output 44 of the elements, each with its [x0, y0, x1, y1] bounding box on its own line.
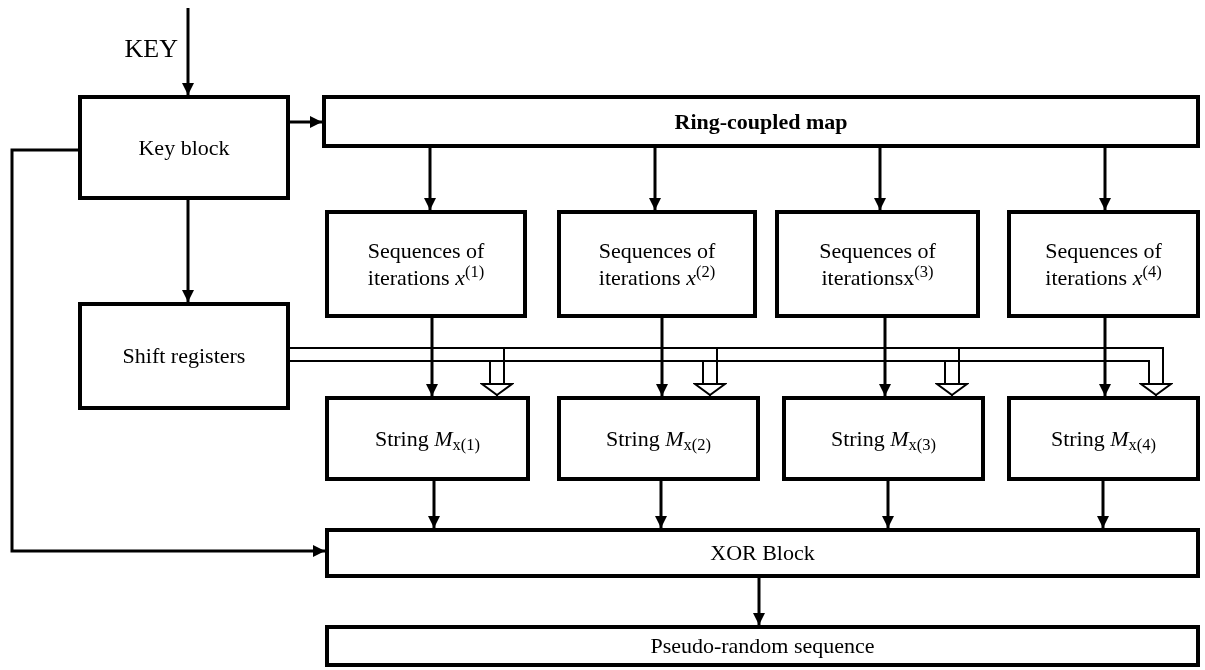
arrow: [753, 578, 765, 625]
process-box: [78, 302, 290, 410]
arrow: [1099, 148, 1111, 210]
box-label: Sequences of iterations x$^{(2)}$: [597, 236, 717, 292]
arrow: [290, 116, 322, 128]
box-label: Shift registers: [122, 342, 246, 370]
box-label: Pseudo-random sequence: [650, 632, 875, 660]
process-box: [1007, 210, 1200, 318]
arrow: [424, 148, 436, 210]
process-box: [325, 625, 1200, 667]
arrow: [649, 148, 661, 210]
box-label: String M$_{x(2)}$: [605, 424, 712, 453]
arrow: [426, 318, 438, 396]
box-label: Ring-coupled map: [674, 107, 848, 136]
box-label: Key block: [138, 133, 230, 162]
box-label: XOR Block: [710, 539, 815, 567]
arrow: [656, 318, 668, 396]
process-box: [1007, 396, 1200, 481]
edge-label: KEY: [124, 36, 178, 62]
process-box: [325, 210, 527, 318]
box-label: Sequences of iterations x$^{(1)}$: [366, 236, 486, 292]
arrow: [1099, 318, 1111, 396]
arrow: [655, 481, 667, 528]
process-box: [782, 396, 985, 481]
box-label: Sequences of iterationsx$^{(3)}$: [818, 236, 937, 292]
arrow: [182, 8, 194, 95]
arrow: [182, 200, 194, 302]
arrow: [879, 318, 891, 396]
process-box: [78, 95, 290, 200]
arrow: [10, 148, 325, 557]
process-box: [325, 528, 1200, 578]
process-box: [557, 396, 760, 481]
arrow: [882, 481, 894, 528]
arrow: [428, 481, 440, 528]
process-box: [557, 210, 757, 318]
arrow: [874, 148, 886, 210]
box-label: String M$_{x(4)}$: [1050, 424, 1157, 453]
process-box: [322, 95, 1200, 148]
arrow: [1097, 481, 1109, 528]
box-label: String M$_{x(1)}$: [374, 424, 481, 453]
box-label: Sequences of iterations x$^{(4)}$: [1044, 236, 1163, 292]
box-label: String M$_{x(3)}$: [830, 424, 937, 453]
process-box: [775, 210, 980, 318]
process-box: [325, 396, 530, 481]
